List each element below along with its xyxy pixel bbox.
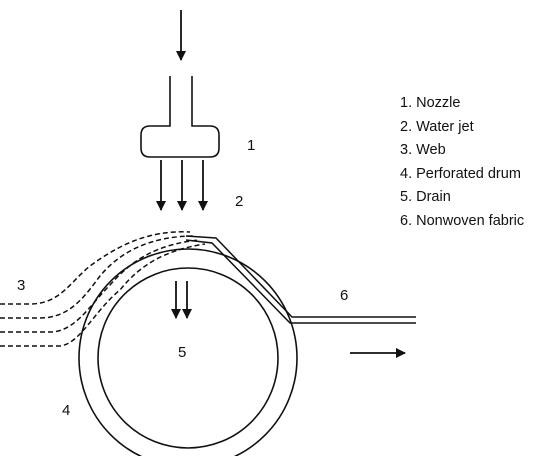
legend-item-water-jet: 2. Water jet [400,118,474,135]
legend-item-web: 3. Web [400,142,446,158]
web-layer-4 [0,243,206,347]
nonwoven-fabric-outer [185,235,416,318]
perforated-drum-outer [78,248,298,456]
callout-nonwoven-fabric: 6 [340,287,349,304]
callout-water-jet: 2 [235,193,244,210]
perforated-drum-inner [97,267,279,449]
web-layer-2 [0,235,196,319]
legend-item-nozzle: 1. Nozzle [400,95,461,111]
nonwoven-fabric-inner [185,239,416,324]
web-layers [0,231,206,347]
nozzle [140,76,220,158]
legend: 1. Nozzle 2. Water jet 3. Web 4. Perfora… [400,92,524,233]
legend-item-nonwoven-fabric: 6. Nonwoven fabric [400,212,525,229]
web-layer-3 [0,239,201,333]
legend-item-drain: 5. Drain [400,189,451,205]
web-layer-1 [0,231,191,305]
callout-nozzle: 1 [247,137,256,154]
callout-perforated-drum: 4 [62,402,71,419]
callout-drain: 5 [178,344,187,361]
callout-web: 3 [17,277,26,294]
legend-item-perforated-drum: 4. Perforated drum [400,165,521,182]
